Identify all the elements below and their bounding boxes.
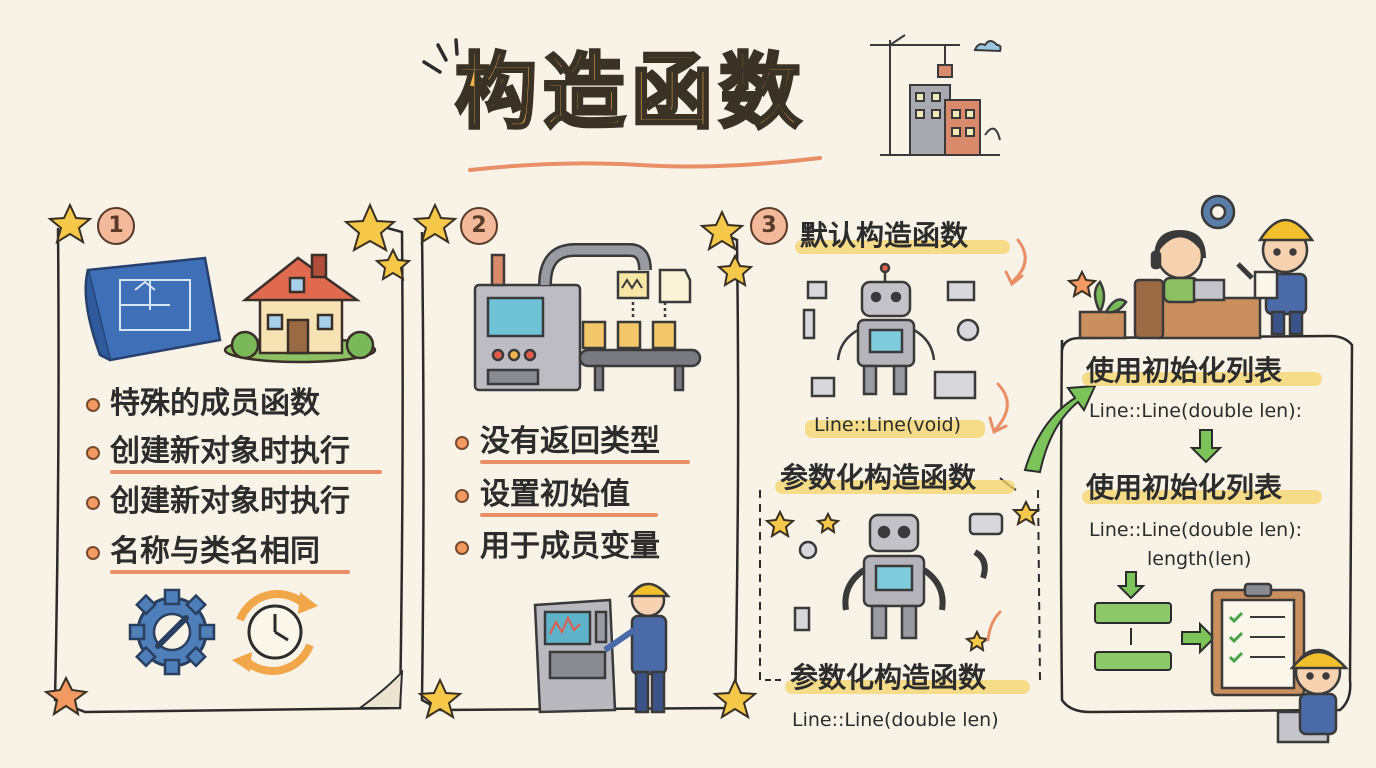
checklist-clipboard-icon (1210, 582, 1306, 697)
worker-control-panel-icon (533, 582, 671, 714)
panel-1-frame (53, 224, 404, 714)
robot-icon (802, 262, 980, 400)
blueprint-icon (84, 256, 222, 362)
title-sparkle-icon (422, 38, 459, 74)
engineer-team-icon (1078, 194, 1315, 340)
bullet-dot (86, 446, 100, 460)
gear-wrench-icon (128, 588, 216, 676)
code-highlight (805, 420, 985, 438)
heading-highlight (785, 680, 1030, 694)
text-underline (110, 570, 350, 574)
panel-2-bullet-2: 设置初始值 (480, 477, 630, 512)
init-list-heading-2: 使用初始化列表 (1086, 471, 1283, 504)
panel-1-bullet-3: 创建新对象时执行 (110, 484, 350, 519)
worker-laptop-icon (1276, 648, 1349, 744)
init-list-heading-1: 使用初始化列表 (1086, 354, 1283, 387)
bullet-dot (86, 496, 100, 510)
init-list-code-2-line-1: Line::Line(double len): (1089, 519, 1303, 541)
init-list-code-2-line-2: length(len) (1147, 548, 1252, 570)
heading-highlight (795, 240, 1010, 254)
bullet-dot (86, 398, 100, 412)
heading-highlight (1082, 372, 1322, 386)
construction-crane-icon (870, 34, 1002, 156)
param-constructor-heading-top: 参数化构造函数 (780, 461, 977, 494)
heading-highlight (775, 480, 1015, 494)
bullet-dot (455, 489, 469, 503)
panel-2-number: 2 (460, 207, 498, 245)
clock-cycle-icon (232, 590, 318, 675)
title-underline (468, 156, 822, 172)
heading-highlight (1082, 490, 1322, 504)
bullet-dot (86, 546, 100, 560)
panel-3-number: 3 (750, 207, 788, 245)
text-underline (480, 513, 658, 517)
house-icon (223, 253, 377, 364)
star-icon (47, 202, 1041, 720)
text-underline (110, 470, 382, 474)
panel-1-bullet-4: 名称与类名相同 (110, 534, 320, 569)
bullet-dot (455, 541, 469, 555)
default-constructor-code: Line::Line(void) (814, 414, 962, 436)
param-constructor-heading-bottom: 参数化构造函数 (790, 661, 987, 694)
panel-1-number: 1 (97, 207, 135, 245)
factory-machine-icon (473, 243, 702, 392)
init-list-code-1: Line::Line(double len): (1089, 400, 1303, 422)
robot-icon (793, 512, 1004, 640)
text-underline (480, 460, 690, 464)
panel-2-bullet-3: 用于成员变量 (480, 529, 660, 564)
param-frame (759, 489, 1041, 681)
panel-2-bullet-1: 没有返回类型 (480, 424, 660, 459)
page-title: 构造函数 (453, 45, 808, 140)
default-constructor-heading: 默认构造函数 (800, 219, 969, 252)
panel-1-bullet-1: 特殊的成员函数 (110, 386, 320, 421)
bullet-dot (455, 436, 469, 450)
param-constructor-code: Line::Line(double len) (792, 709, 999, 731)
panel-1-bullet-2: 创建新对象时执行 (110, 434, 350, 469)
flow-step-bars (1094, 602, 1172, 671)
green-arrow (1023, 384, 1223, 655)
